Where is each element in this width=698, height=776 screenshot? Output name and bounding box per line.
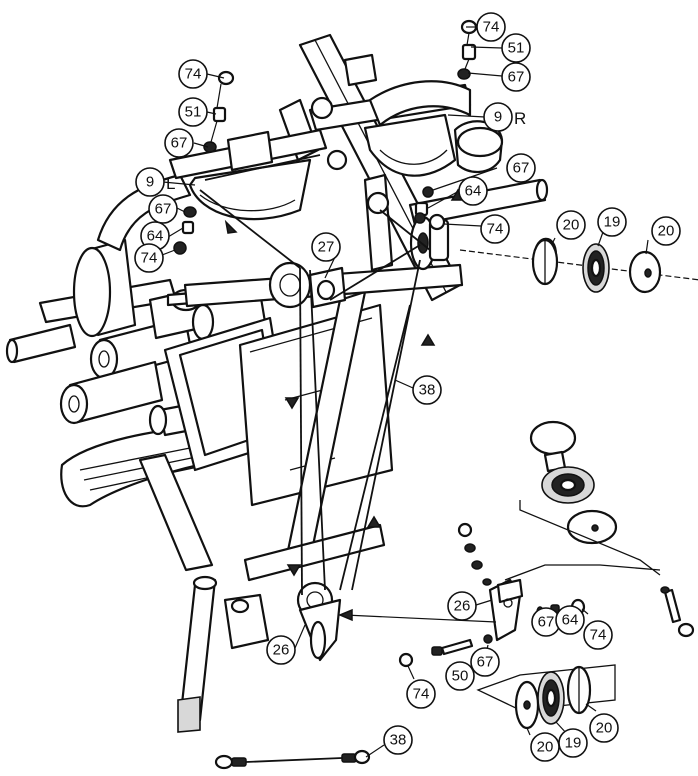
side-label-left: L: [166, 174, 175, 193]
callout-50: 50: [445, 661, 475, 691]
svg-text:9: 9: [146, 174, 154, 191]
callout-64-right: 64: [458, 176, 488, 206]
hardware-top-left: [203, 70, 235, 153]
hardware-top-right: [457, 19, 478, 80]
callout-9-left: 9: [135, 167, 165, 197]
callout-20-upper-right: 20: [651, 216, 681, 246]
callout-67-left: 67: [148, 194, 178, 224]
callout-67-top-left: 67: [164, 128, 194, 158]
callout-67-right: 67: [506, 153, 536, 183]
svg-text:20: 20: [596, 720, 613, 737]
exploded-pulley-lower: [338, 420, 695, 730]
svg-text:74: 74: [413, 686, 430, 703]
callout-74-top-left: 74: [178, 59, 208, 89]
callout-38-tower: 38: [412, 375, 442, 405]
svg-text:50: 50: [452, 668, 469, 685]
cable-38-detail: [214, 749, 371, 770]
callout-74-top-right: 74: [476, 12, 506, 42]
svg-text:64: 64: [562, 612, 579, 629]
callout-64-left: 64: [140, 221, 170, 251]
callout-20-lower-right: 20: [589, 713, 619, 743]
callout-9-right: 9: [483, 102, 513, 132]
svg-text:74: 74: [483, 19, 500, 36]
svg-text:67: 67: [155, 201, 172, 218]
svg-text:26: 26: [273, 642, 290, 659]
svg-text:67: 67: [538, 614, 555, 631]
svg-text:64: 64: [147, 228, 164, 245]
callout-51-top-right: 51: [501, 33, 531, 63]
callout-38-cable: 38: [383, 725, 413, 755]
svg-text:9: 9: [494, 109, 502, 126]
svg-text:38: 38: [390, 732, 407, 749]
svg-text:26: 26: [454, 598, 471, 615]
callout-67-detail-left: 67: [470, 647, 500, 677]
svg-text:20: 20: [658, 223, 675, 240]
callout-64-detail: 64: [555, 605, 585, 635]
svg-text:64: 64: [465, 183, 482, 200]
callout-51-top-left: 51: [178, 97, 208, 127]
hardware-right-stack: [414, 167, 498, 231]
svg-text:20: 20: [563, 217, 580, 234]
callout-26-tower: 26: [266, 635, 296, 665]
hardware-left-stack: [161, 206, 197, 256]
callout-67-detail-right: 67: [531, 607, 561, 637]
svg-text:74: 74: [185, 66, 202, 83]
callout-19-upper: 19: [597, 207, 627, 237]
svg-text:20: 20: [537, 739, 554, 756]
cables: [199, 154, 431, 596]
callout-19-lower: 19: [558, 728, 588, 758]
svg-text:19: 19: [565, 735, 582, 752]
svg-text:51: 51: [508, 40, 525, 57]
svg-text:67: 67: [508, 69, 525, 86]
svg-text:27: 27: [318, 239, 335, 256]
callout-74-detail-right: 74: [583, 620, 613, 650]
side-label-right: R: [514, 109, 526, 128]
callout-74-right: 74: [480, 214, 510, 244]
callout-20-lower-left: 20: [530, 732, 560, 762]
pulley-shrouds: [188, 96, 457, 662]
svg-text:67: 67: [171, 135, 188, 152]
callout-27: 27: [311, 232, 341, 262]
svg-text:67: 67: [513, 160, 530, 177]
svg-text:19: 19: [604, 214, 621, 231]
callout-20-upper-left: 20: [556, 210, 586, 240]
callout-67-top-right: 67: [501, 62, 531, 92]
svg-text:51: 51: [185, 104, 202, 121]
svg-text:74: 74: [487, 221, 504, 238]
callout-74-detail-left: 74: [406, 679, 436, 709]
svg-text:74: 74: [590, 627, 607, 644]
svg-text:67: 67: [477, 654, 494, 671]
svg-text:38: 38: [419, 382, 436, 399]
svg-text:74: 74: [141, 250, 158, 267]
callout-74-left: 74: [134, 243, 164, 273]
callout-26-detail: 26: [447, 591, 477, 621]
exploded-pulley-upper: [459, 237, 698, 294]
